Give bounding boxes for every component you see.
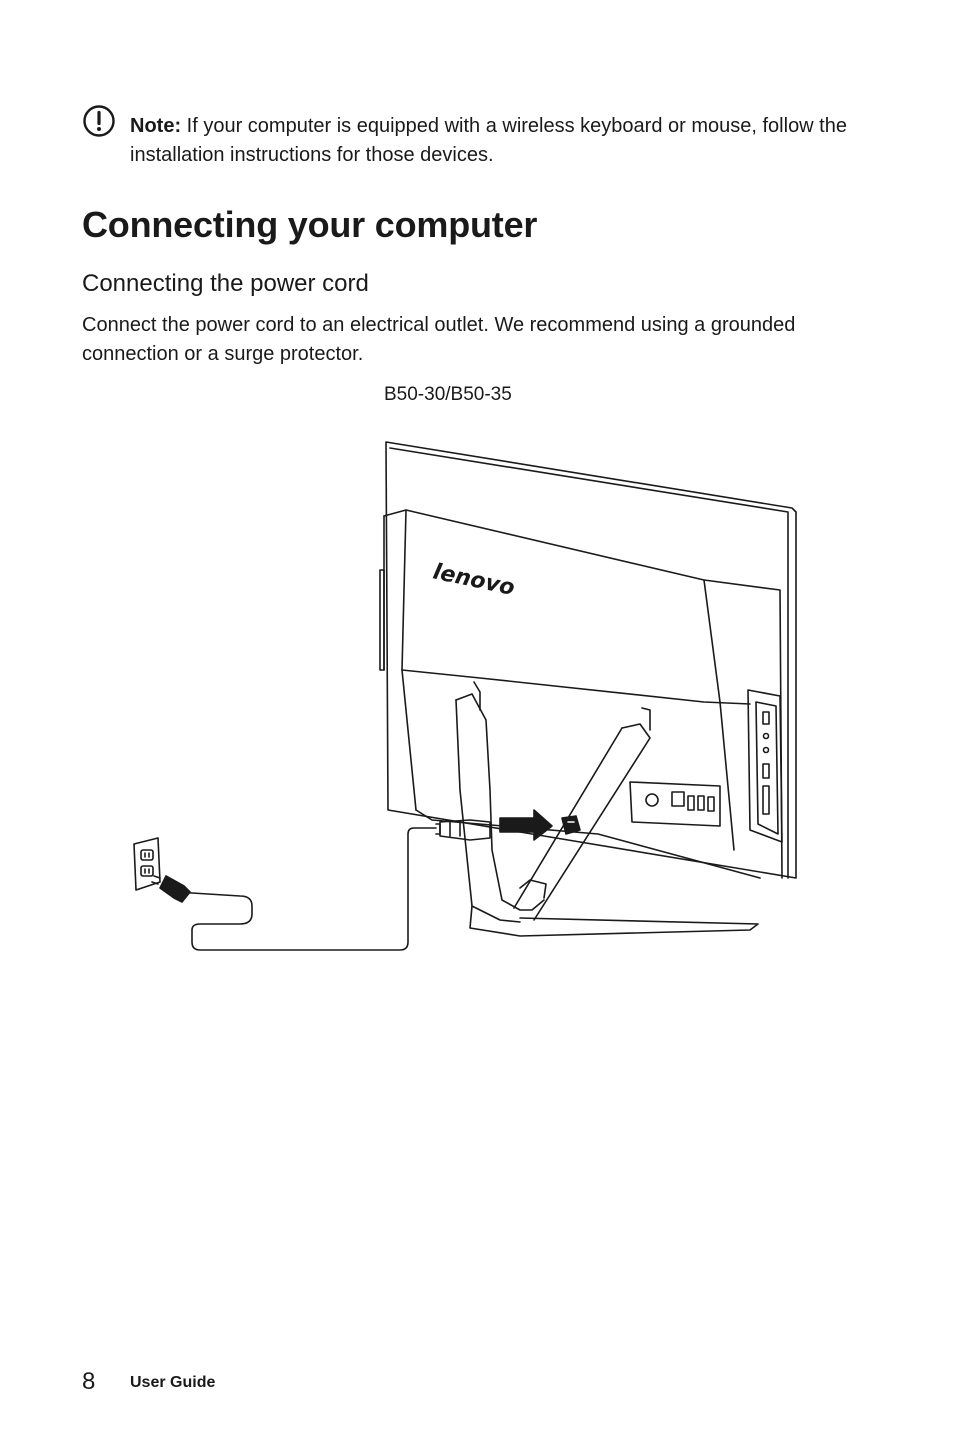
footer-label: User Guide [130,1374,216,1391]
page-number: 8 [82,1368,96,1395]
note-body: If your computer is equipped with a wire… [130,115,847,166]
computer-back-outline [379,441,797,879]
lenovo-logo: lenovo [431,559,517,601]
note-text: Note: If your computer is equipped with … [130,112,870,170]
svg-text:lenovo: lenovo [431,559,517,601]
wall-outlet [133,837,161,891]
body-paragraph: Connect the power cord to an electrical … [82,314,796,365]
figure-caption: B50-30/B50-35 [384,384,512,405]
direction-arrow-icon [499,809,553,841]
power-plug [435,819,491,841]
power-port [561,815,581,835]
note-label: Note: [130,115,182,137]
power-cord-illustration: lenovo [133,441,797,951]
note-icon [83,105,115,137]
power-cord [175,827,437,951]
computer-stand [455,693,759,937]
wall-plug [151,875,191,903]
page-heading: Connecting your computer [82,204,538,245]
section-heading: Connecting the power cord [82,270,369,297]
